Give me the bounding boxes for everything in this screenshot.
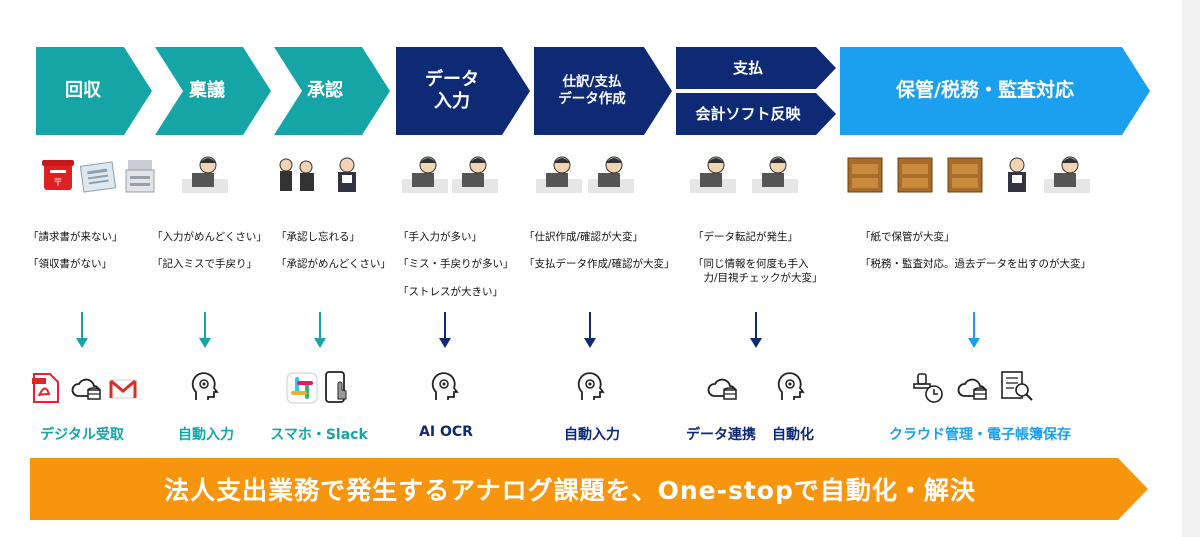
summary-banner-text: 法人支出業務で発生するアナログ課題を、One-stopで自動化・解決 (164, 476, 976, 505)
pain-points: 「承認し忘れる」 「承認がめんどくさい」 (276, 231, 391, 271)
filing-cabinet-icon (897, 157, 933, 193)
step-chevron (274, 47, 390, 135)
pain-points: 「入力がめんどくさい」 「記入ミスで手戻り」 (152, 231, 267, 271)
svg-text:〒: 〒 (53, 178, 63, 189)
worker-icon (752, 156, 798, 193)
step-label: 支払 (732, 58, 763, 77)
edge-panel (1182, 0, 1200, 537)
solution-label: 自動入力 (564, 427, 620, 443)
step-label: 回収 (65, 79, 101, 101)
down-arrow-icon (584, 312, 596, 348)
pdf-icon (32, 373, 59, 403)
down-arrow-icon (968, 312, 980, 348)
worker-icon (588, 156, 634, 193)
ai-head-icon (431, 372, 459, 400)
worker-icon (452, 156, 498, 193)
slack-icon (286, 372, 318, 404)
filing-cabinet-icon (947, 157, 983, 193)
bowing-people-icon (279, 158, 314, 191)
stamp-clock-icon (913, 373, 943, 403)
worker-icon (1044, 156, 1090, 193)
approver-icon (1008, 157, 1026, 192)
step-chevron (840, 47, 1150, 135)
solution-label: データ連携 (686, 427, 756, 443)
cloud-storage-icon (957, 378, 987, 400)
solution-label: クラウド管理・電子帳簿保存 (889, 427, 1071, 443)
cloud-storage-icon (707, 378, 737, 400)
solution-label: 自動化 (772, 427, 814, 443)
pain-points: 「データ転記が発生」 「同じ情報を何度も手入 力/目視チェックが大変」 (693, 231, 823, 284)
pain-points: 「紙で保管が大変」 「税務・監査対応。過去データを出すのが大変」 (860, 231, 1091, 271)
step-chevron (155, 47, 271, 135)
newspaper-icon (80, 161, 117, 193)
ai-head-icon (577, 372, 605, 400)
solution-label: 自動入力 (178, 427, 234, 443)
filing-cabinet-icon (847, 157, 883, 193)
gmail-icon (109, 379, 137, 399)
pain-points: 「仕訳作成/確認が大変」 「支払データ作成/確認が大変」 (524, 231, 675, 271)
document-search-icon (1001, 371, 1033, 401)
step-label: データ 入力 (425, 68, 479, 113)
pain-points: 「手入力が多い」 「ミス・手戻りが多い」 「ストレスが大きい」 (398, 231, 514, 298)
step-label: 保管/税務・監査対応 (896, 79, 1074, 102)
solution-label: AI OCR (419, 424, 473, 440)
step-chevron (676, 47, 836, 89)
step-label: 承認 (307, 79, 343, 101)
approver-icon (338, 157, 356, 192)
worker-icon (536, 156, 582, 193)
down-arrow-icon (750, 312, 762, 348)
smartphone-icon (325, 371, 347, 403)
step-chevron (36, 47, 152, 135)
step-label: 仕訳/支払 データ作成 (558, 74, 626, 107)
down-arrow-icon (439, 312, 451, 348)
solution-label: デジタル受取 (40, 427, 124, 443)
ai-head-icon (777, 372, 805, 400)
summary-banner (30, 458, 1148, 520)
step-chevron (534, 47, 672, 135)
postbox-icon: 〒 (42, 160, 74, 190)
ai-head-icon (191, 372, 219, 400)
step-chevron (396, 47, 530, 135)
solution-label: スマホ・Slack (270, 427, 368, 443)
worker-icon (182, 156, 228, 193)
copier-icon (125, 160, 155, 193)
cloud-storage-icon (71, 378, 101, 400)
step-label: 会計ソフト反映 (695, 104, 801, 123)
worker-icon (402, 156, 448, 193)
step-label: 稟議 (189, 79, 225, 101)
pain-points: 「請求書が来ない」 「領収書がない」 (28, 231, 123, 271)
step-chevron (676, 93, 836, 135)
down-arrow-icon (314, 312, 326, 348)
worker-icon (690, 156, 736, 193)
down-arrow-icon (76, 312, 88, 348)
down-arrow-icon (199, 312, 211, 348)
